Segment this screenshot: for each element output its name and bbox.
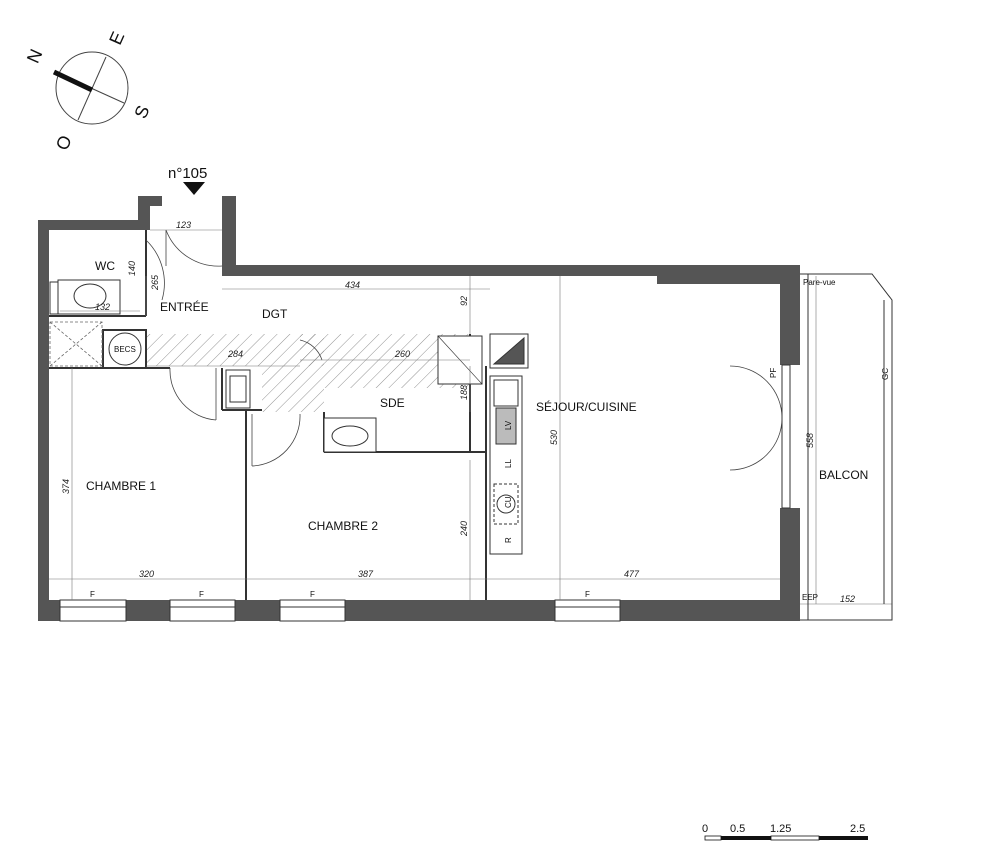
- dim-260: 260: [394, 349, 410, 359]
- dim-530: 530: [549, 430, 559, 445]
- window-label-4: F: [585, 590, 590, 599]
- dim-558: 558: [805, 433, 815, 448]
- window-label-3: F: [310, 590, 315, 599]
- dim-240: 240: [459, 521, 469, 537]
- apartment-number: n°105: [168, 165, 207, 182]
- exterior-walls: [38, 196, 800, 621]
- north-needle: [52, 69, 94, 93]
- fixture-pf: PF: [769, 368, 778, 378]
- scale-25: 2.5: [850, 823, 865, 835]
- room-sejour-cuisine: SÉJOUR/CUISINE: [536, 399, 637, 414]
- fixture-cu: CU: [504, 496, 513, 508]
- dim-152: 152: [840, 594, 855, 604]
- compass-circle: [55, 51, 129, 125]
- fixture-lv: LV: [504, 420, 513, 430]
- kitchen-hood: [489, 333, 529, 369]
- kitchen-units: [489, 375, 523, 555]
- room-chambre-2: CHAMBRE 2: [308, 519, 378, 533]
- compass-south: S: [130, 102, 153, 121]
- room-chambre-1: CHAMBRE 1: [86, 479, 156, 493]
- dim-132: 132: [95, 302, 110, 312]
- fixture-gc: GC: [881, 368, 890, 380]
- scale-05: 0.5: [730, 823, 745, 835]
- room-dgt: DGT: [262, 307, 288, 321]
- balcony-outline: [800, 273, 893, 621]
- hatched-zone-corridor: [146, 334, 324, 366]
- fixture-r: R: [504, 537, 513, 543]
- fixture-pare-vue: Pare-vue: [803, 278, 836, 287]
- compass: N E S O: [23, 29, 154, 154]
- room-sde: SDE: [380, 396, 405, 410]
- room-balcon: BALCON: [819, 468, 868, 482]
- dimension-lines: [49, 229, 892, 605]
- dim-477: 477: [624, 569, 640, 579]
- dim-284: 284: [227, 349, 243, 359]
- compass-north: N: [23, 46, 47, 66]
- entry-arrow-icon: [183, 182, 205, 195]
- dim-123: 123: [176, 220, 191, 230]
- dim-92: 92: [459, 296, 469, 306]
- room-entree: ENTRÉE: [160, 299, 209, 314]
- door-swings: [145, 229, 783, 471]
- small-sink: [225, 369, 251, 409]
- dim-434: 434: [345, 280, 360, 290]
- windows: [59, 599, 621, 622]
- scale-bar: 0 0.5 1.25 2.5: [702, 823, 868, 841]
- dim-140: 140: [127, 261, 137, 276]
- scale-125: 1.25: [770, 823, 791, 835]
- window-label-1: F: [90, 590, 95, 599]
- dim-188: 188: [459, 385, 469, 400]
- dim-320: 320: [139, 569, 154, 579]
- dim-265: 265: [150, 274, 160, 291]
- dim-374: 374: [61, 479, 71, 494]
- balcony-door: [781, 364, 791, 509]
- compass-east: E: [105, 29, 128, 48]
- dim-387: 387: [358, 569, 374, 579]
- toilet-fixture: [49, 279, 121, 315]
- shower-tray: [49, 321, 103, 367]
- room-becs: BECS: [114, 345, 136, 354]
- fixture-ll: LL: [504, 459, 513, 468]
- hatched-zone-sde: [262, 334, 470, 412]
- window-label-2: F: [199, 590, 204, 599]
- becs-circle: [108, 332, 142, 366]
- room-wc: WC: [95, 259, 115, 273]
- fixture-eep: EEP: [802, 593, 818, 602]
- compass-west: O: [52, 132, 76, 153]
- scale-0: 0: [702, 823, 708, 835]
